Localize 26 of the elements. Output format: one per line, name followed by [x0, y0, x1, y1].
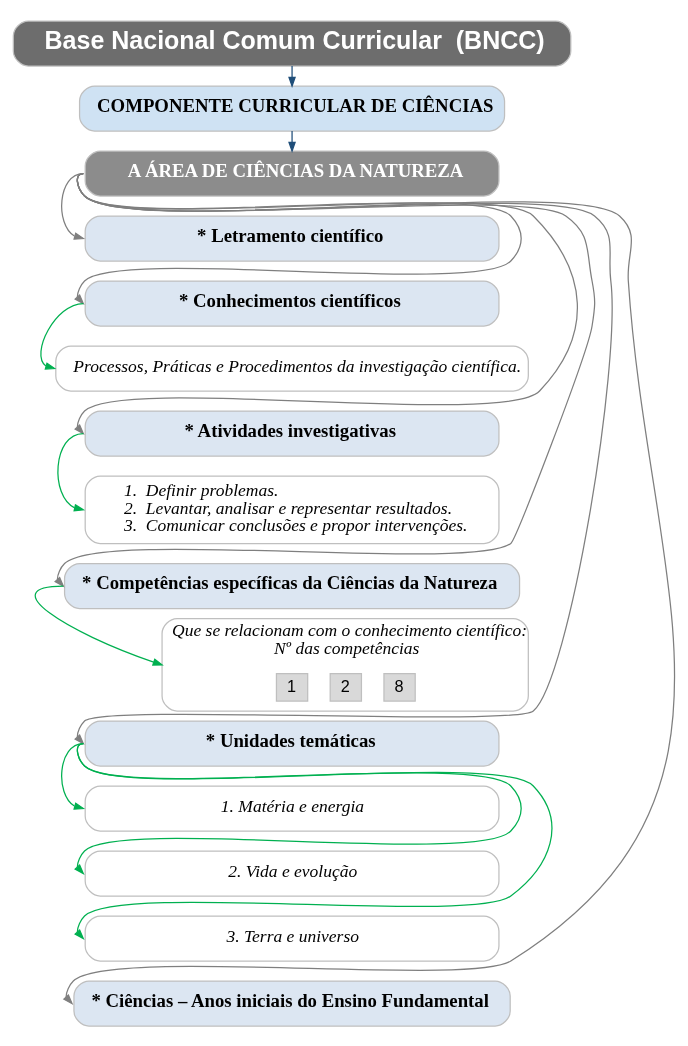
- arrow: [288, 64, 296, 88]
- node-box: 1. Matéria e energia: [84, 784, 500, 832]
- arrow: [74, 742, 553, 940]
- node-box: * Conhecimentos científicos: [84, 279, 500, 327]
- node-box: 2: [329, 672, 363, 702]
- arrow: [57, 432, 86, 512]
- node-box: 1: [275, 672, 309, 702]
- arrow: [61, 172, 86, 240]
- arrow: [61, 742, 86, 810]
- arrow: [34, 584, 164, 666]
- node-box: 8: [383, 672, 416, 702]
- arrow: [40, 302, 84, 370]
- arrow: [288, 129, 296, 153]
- node-box: COMPONENTE CURRICULAR DE CIÊNCIAS: [78, 84, 506, 132]
- node-box: Processos, Práticas e Procedimentos da investigação científica.: [55, 344, 529, 392]
- node-box: 1. Definir problemas. 2. Levantar, analisar e representar resultados. 3. Comunicar conclusões e propor intervenções.: [84, 474, 500, 544]
- node-box: * Unidades temáticas: [84, 719, 500, 767]
- node-box: * Letramento científico: [84, 214, 500, 262]
- node-box: 3. Terra e universo: [84, 914, 500, 962]
- node-box: 2. Vida e evolução: [84, 849, 500, 897]
- node-box: * Ciências – Anos iniciais do Ensino Fundamental: [73, 979, 511, 1027]
- arrow: [54, 172, 596, 587]
- node-box: Base Nacional Comum Curricular (BNCC): [12, 19, 572, 67]
- node-box: A ÁREA DE CIÊNCIAS DA NATUREZA: [84, 149, 500, 197]
- node-box: * Competências específicas da Ciências da Natureza: [63, 562, 521, 609]
- node-box: * Atividades investigativas: [84, 409, 500, 457]
